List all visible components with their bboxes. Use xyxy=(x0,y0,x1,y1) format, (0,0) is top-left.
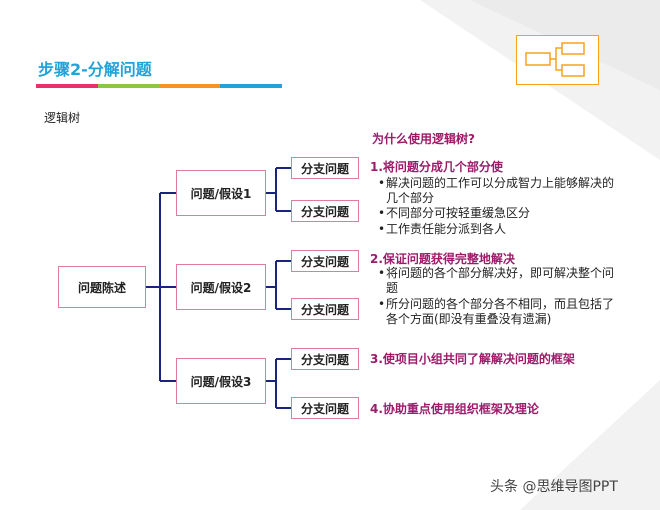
watermark: 头条 @思维导图PPT xyxy=(490,479,618,495)
sub-question-1-2: 分支问题 xyxy=(291,200,359,222)
sub-question-3-1: 分支问题 xyxy=(291,348,359,370)
sub-question-3-2: 分支问题 xyxy=(291,397,359,419)
hypothesis-node-1: 问题/假设1 xyxy=(176,170,266,216)
subtitle: 逻辑树 xyxy=(44,111,81,125)
sub-question-2-1: 分支问题 xyxy=(291,250,359,272)
flowchart-icon xyxy=(516,35,599,85)
hypothesis-node-3: 问题/假设3 xyxy=(176,358,266,404)
reason-2-bullet-2: 所分问题的各个部分各不相同，而且包括了各个方面(即没有重叠没有遗漏) xyxy=(378,297,616,327)
title-bar-green xyxy=(98,84,160,88)
reason-title-1: 1.将问题分成几个部分使 xyxy=(370,160,503,174)
reason-1-bullet-2: 不同部分可按轻重缓急区分 xyxy=(378,206,616,221)
reason-1-bullet-1: 解决问题的工作可以分成智力上能够解决的几个部分 xyxy=(378,176,616,206)
reason-title-4: 4.协助重点使用组织框架及理论 xyxy=(370,402,539,416)
reason-1-bullet-3: 工作责任能分派到各人 xyxy=(378,222,616,237)
why-heading: 为什么使用逻辑树? xyxy=(372,132,475,146)
root-node: 问题陈述 xyxy=(58,266,146,308)
page-title: 步骤2-分解问题 xyxy=(38,60,152,79)
reason-2-bullet-1: 将问题的各个部分解决好，即可解决整个问题 xyxy=(378,266,616,296)
sub-question-2-2: 分支问题 xyxy=(291,298,359,320)
title-bar-orange xyxy=(160,84,220,88)
hypothesis-node-2: 问题/假设2 xyxy=(176,264,266,310)
title-bar-pink xyxy=(36,84,98,88)
sub-question-1-1: 分支问题 xyxy=(291,157,359,179)
title-bar-blue xyxy=(220,84,282,88)
reason-title-2: 2.保证问题获得完整地解决 xyxy=(370,252,515,266)
reason-title-3: 3.使项目小组共同了解解决问题的框架 xyxy=(370,352,575,366)
